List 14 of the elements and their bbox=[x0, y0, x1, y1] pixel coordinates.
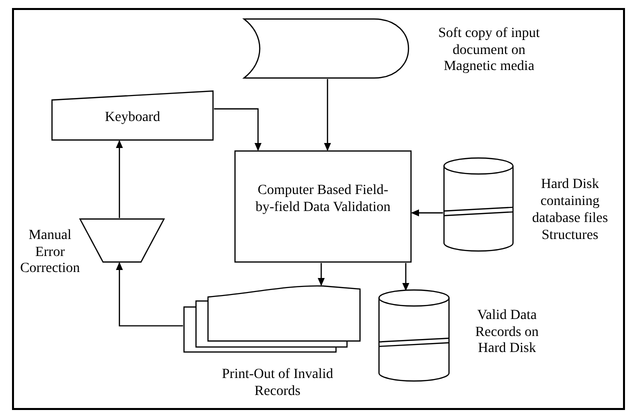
arrow bbox=[402, 263, 410, 291]
shape-caption: Valid Data Records on Hard Disk bbox=[474, 308, 540, 358]
shape-caption: Soft copy of input document on Magnetic media bbox=[437, 26, 541, 76]
arrow bbox=[116, 262, 183, 326]
shape-caption: Hard Disk containing database files Structures bbox=[531, 177, 609, 245]
arrow bbox=[324, 79, 331, 151]
arrow bbox=[214, 108, 262, 151]
arrow bbox=[318, 263, 325, 286]
node-label: Computer Based Field-by-field Data Validation bbox=[254, 182, 392, 216]
shape-caption: Print-Out of Invalid Records bbox=[220, 367, 334, 401]
arrow bbox=[411, 209, 443, 216]
node-label: Keyboard bbox=[104, 110, 160, 127]
shape-caption: Manual Error Correction bbox=[19, 228, 81, 278]
arrow bbox=[116, 140, 123, 218]
